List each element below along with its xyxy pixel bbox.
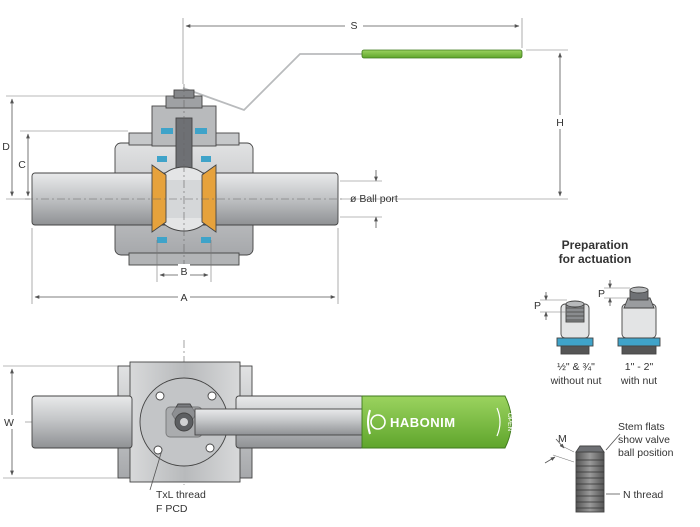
size-large-1: 1" - 2" xyxy=(625,361,654,373)
prep-title-2: for actuation xyxy=(559,252,632,266)
size-large-2: with nut xyxy=(620,375,657,387)
seat-left xyxy=(151,164,167,233)
handle-open-label: OPEN xyxy=(506,413,513,432)
handle-brand: HABONIM xyxy=(390,415,456,430)
preparation-for-actuation: Preparation for actuation P ½" & ¾" with… xyxy=(534,238,661,387)
p-label-large: P xyxy=(598,288,605,300)
m-label: M xyxy=(558,433,567,445)
stem-note-2: show valve xyxy=(618,434,670,446)
size-small-1: ½" & ¾" xyxy=(557,361,595,373)
dimension-s: S xyxy=(182,18,523,84)
section-view xyxy=(25,49,523,275)
handle-grip xyxy=(361,49,523,59)
stem-note-3: ball position xyxy=(618,447,674,459)
dimension-c: C xyxy=(16,130,128,197)
p-label-small: P xyxy=(534,300,541,312)
dimension-d: D xyxy=(1,95,172,200)
stem-detail: M Stem flats show valve ball position N … xyxy=(544,421,674,513)
label-ball-port: ø Ball port xyxy=(350,193,398,205)
label-h: H xyxy=(556,117,564,129)
label-s: S xyxy=(350,20,357,32)
dimension-b: B xyxy=(156,240,212,282)
handle-green-plan xyxy=(361,395,512,449)
prep-title-1: Preparation xyxy=(562,238,629,252)
stem-small: P ½" & ¾" without nut xyxy=(534,292,601,387)
label-txl-thread: TxL thread xyxy=(156,489,206,501)
label-w: W xyxy=(4,417,14,429)
label-c: C xyxy=(18,159,26,171)
label-d: D xyxy=(2,141,10,153)
dimension-ball-port: ø Ball port xyxy=(340,170,398,228)
dimension-h: H xyxy=(340,49,568,200)
thread-callout: TxL thread F PCD xyxy=(149,449,206,515)
label-a: A xyxy=(180,292,187,304)
label-f-pcd: F PCD xyxy=(156,503,188,515)
stem-note-1: Stem flats xyxy=(618,421,665,433)
n-thread-label: N thread xyxy=(623,489,663,501)
plan-view: HABONIM OPEN xyxy=(25,340,513,485)
label-b: B xyxy=(180,266,187,278)
dimension-w: W xyxy=(0,365,118,479)
stem-large: P 1" - 2" with nut xyxy=(598,280,661,387)
seat-right xyxy=(201,164,217,233)
dimension-a: A xyxy=(31,228,339,304)
size-small-2: without nut xyxy=(550,375,602,387)
